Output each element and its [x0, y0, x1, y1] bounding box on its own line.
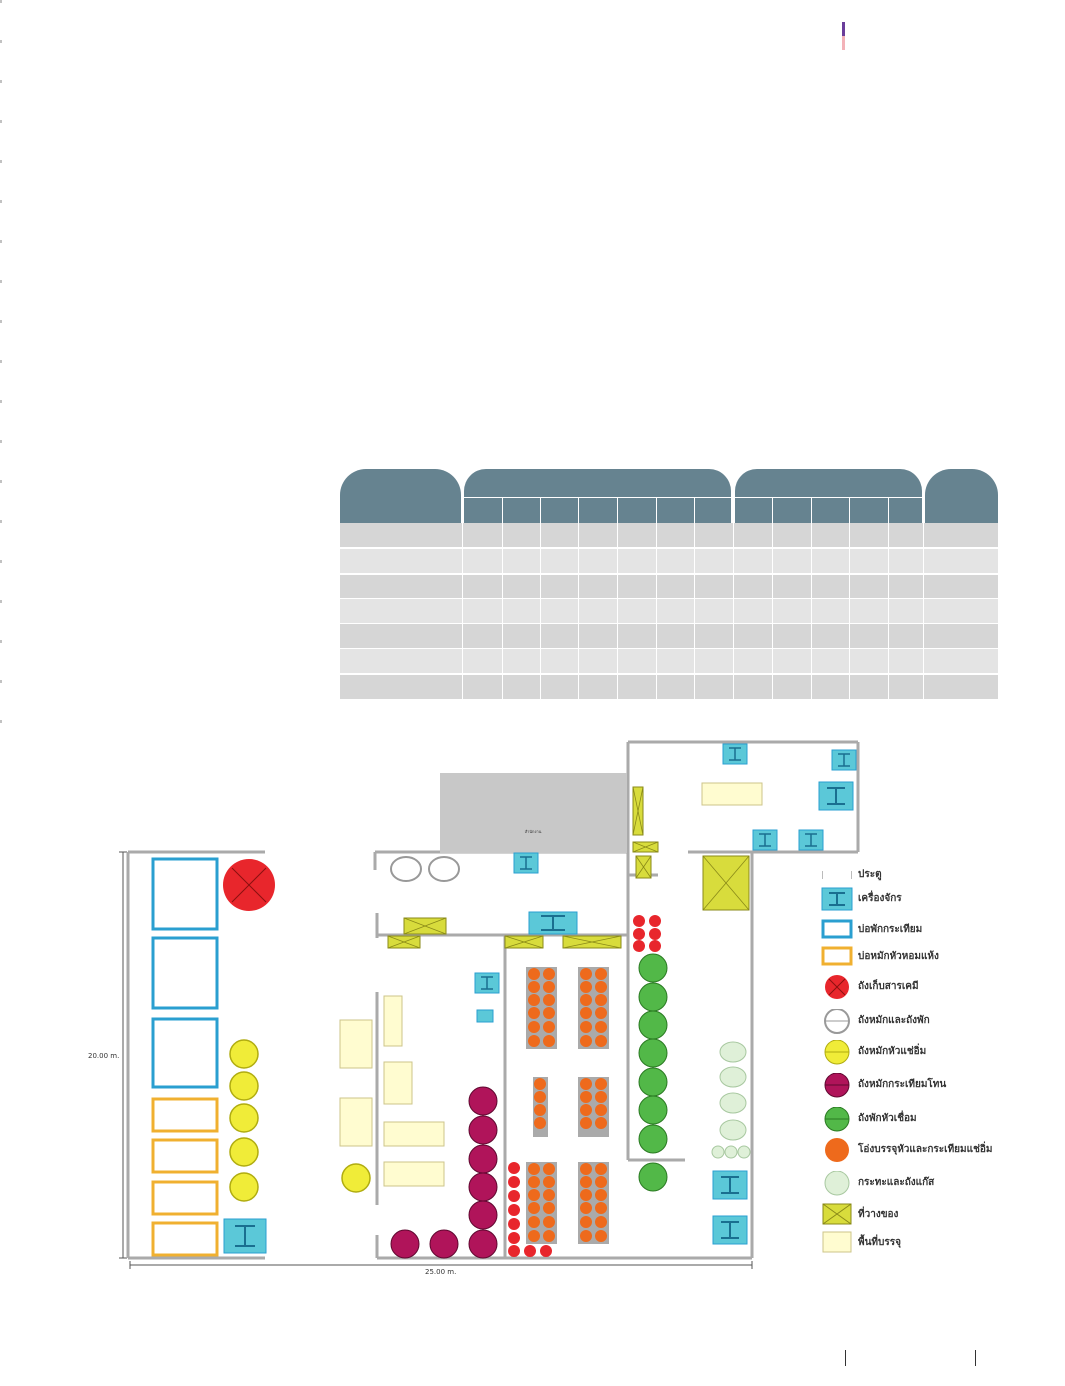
machine-icon [820, 887, 854, 913]
legend-label: ถังหมักหัวแช่อิ่ม [858, 1046, 927, 1057]
legend-label: โอ่งบรรจุหัวและกระเทียมแช่อิ่ม [858, 1144, 993, 1155]
table-row [340, 675, 998, 699]
legend-item-dried-tank: บ่อหมักหัวหอมแห้ง [820, 945, 1050, 971]
legend-item-door: ประตู [820, 863, 1050, 889]
legend-item-gas-tank: กระทะและถังแก๊ส [820, 1170, 1050, 1197]
legend-label: ประตู [858, 869, 882, 880]
width-label: 25.00 m. [425, 1268, 457, 1276]
floor-plan: สำนักงาน [80, 730, 1065, 1290]
gas-tank [711, 1041, 751, 1159]
dried-tank-icon [820, 945, 854, 971]
page-rule [845, 1350, 846, 1366]
walls [126, 740, 860, 1260]
table-row [340, 549, 998, 573]
data-table [340, 469, 998, 701]
legend-item-washing-tank: ถังหมักและถังพัก [820, 1008, 1050, 1035]
washing-tank [390, 856, 460, 882]
legend-item-storage: ที่วางของ [820, 1203, 1050, 1229]
height-dimension [119, 851, 127, 1259]
salted-tank-icon [820, 1106, 854, 1133]
table-header-group1 [464, 469, 731, 523]
page-rule [975, 1350, 976, 1366]
legend-label: ถังหมักกระเทียมโทน [858, 1079, 947, 1090]
chemical-tank [223, 859, 275, 911]
storage-icon [820, 1203, 854, 1229]
legend-item-packing-jar: โอ่งบรรจุหัวและกระเทียมแช่อิ่ม [820, 1138, 1050, 1164]
legend-label: เครื่องจักร [858, 893, 902, 904]
table-header-col1 [340, 469, 461, 523]
table-row [340, 523, 998, 547]
chemical-tank [633, 915, 661, 952]
legend-label: ถังพักหัวเชื่อม [858, 1113, 917, 1124]
legend-label: กระทะและถังแก๊ส [858, 1177, 935, 1188]
office-label: สำนักงาน [525, 829, 542, 834]
gas-tank-icon [820, 1170, 854, 1197]
table-row [340, 624, 998, 648]
height-label: 20.00 m. [88, 1052, 120, 1060]
chemical-tank [508, 1162, 552, 1257]
packing-area [339, 782, 763, 1187]
table-row [340, 575, 998, 599]
packing-jar-icon [820, 1138, 854, 1164]
legend-item-chemical-tank: ถังเก็บสารเคมี [820, 975, 1050, 1001]
legend-item-pickling-tank: ถังหมักหัวแช่อิ่ม [820, 1039, 1050, 1066]
legend-label: ที่วางของ [858, 1209, 899, 1220]
legend-item-black-garlic-tank: ถังหมักกระเทียมโทน [820, 1072, 1050, 1099]
black-garlic-tank [390, 1086, 498, 1259]
pickling-tank [229, 1039, 371, 1202]
width-dimension [129, 1261, 753, 1269]
legend-label: บ่อพักกระเทียม [858, 924, 923, 935]
table-row [340, 599, 998, 623]
legend-item-machine: เครื่องจักร [820, 887, 1050, 913]
table-row [340, 649, 998, 673]
dried-tank [151, 1097, 219, 1257]
chemical-tank-icon [820, 975, 854, 1001]
packing-area-icon [820, 1231, 854, 1257]
black-garlic-tank-icon [820, 1072, 854, 1099]
garlic-tank-icon [820, 918, 854, 944]
legend-item-garlic-tank: บ่อพักกระเทียม [820, 918, 1050, 944]
legend-label: ถังหมักและถังพัก [858, 1015, 930, 1026]
door-icon [820, 863, 854, 889]
washing-tank-icon [820, 1008, 854, 1035]
salted-tank [638, 953, 668, 1192]
table-header-group2 [735, 469, 922, 523]
legend-label: ถังเก็บสารเคมี [858, 981, 919, 992]
pickling-tank-icon [820, 1039, 854, 1066]
left-margin-marks [0, 0, 2, 760]
table-header-last [925, 469, 998, 523]
office-room [440, 773, 627, 853]
garlic-tank [151, 857, 219, 1089]
accent-bar [842, 22, 845, 50]
legend-label: พื้นที่บรรจุ [858, 1237, 901, 1248]
packing-jar-dots [528, 968, 607, 1242]
legend-label: บ่อหมักหัวหอมแห้ง [858, 951, 939, 962]
legend: ประตู เครื่องจักร บ่อพักกระเทียม บ่อหมัก… [820, 863, 1050, 1263]
legend-item-packing-area: พื้นที่บรรจุ [820, 1231, 1050, 1257]
legend-item-salted-tank: ถังพักหัวเชื่อม [820, 1106, 1050, 1133]
